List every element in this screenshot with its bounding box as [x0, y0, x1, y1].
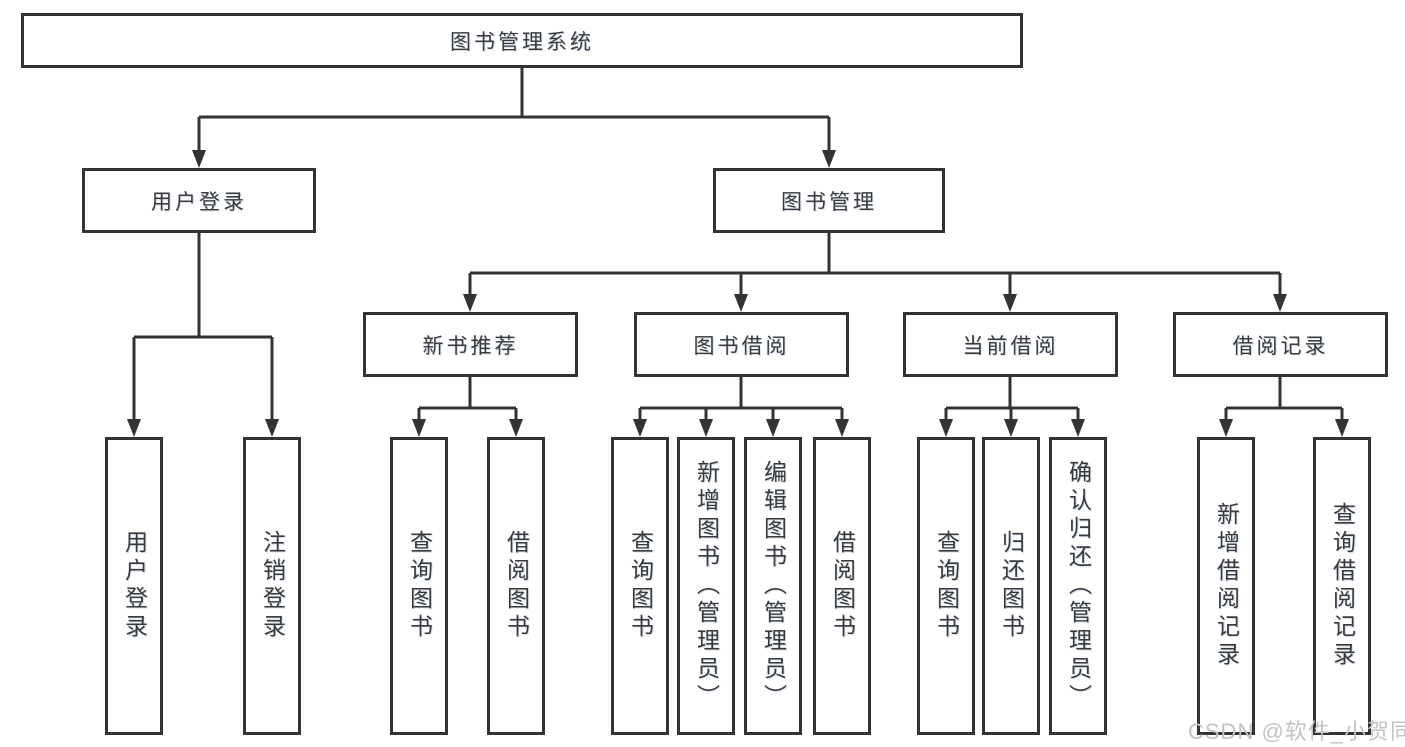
node-new-book-recommendation: 新书推荐 [363, 312, 578, 377]
leaf-borrow-add-books-admin: 新增图书（管理员） [677, 437, 735, 735]
leaf-records-add-record: 新增借阅记录 [1197, 437, 1255, 735]
connector-newbooks-to-leaves [412, 377, 523, 437]
connector-bookmgmt-to-level3 [463, 233, 1287, 312]
leaf-current-confirm-return-admin: 确认归还（管理员） [1049, 437, 1107, 735]
node-current-borrowing: 当前借阅 [903, 312, 1118, 377]
node-user-login: 用户登录 [82, 168, 316, 233]
leaf-borrow-edit-books-admin: 编辑图书（管理员） [744, 437, 802, 735]
node-book-management: 图书管理 [713, 168, 945, 233]
leaf-records-query-record: 查询借阅记录 [1313, 437, 1371, 735]
leaf-borrow-borrow-books: 借阅图书 [813, 437, 871, 735]
leaf-current-query-books: 查询图书 [917, 437, 975, 735]
connector-records-to-leaves [1219, 377, 1349, 437]
node-borrowing-records: 借阅记录 [1173, 312, 1388, 377]
connector-root-to-level2 [192, 68, 836, 168]
connector-currentborrow-to-leaves [939, 377, 1085, 437]
leaf-borrow-query-books: 查询图书 [611, 437, 669, 735]
leaf-logout: 注销登录 [243, 437, 301, 735]
node-system-root: 图书管理系统 [21, 13, 1023, 68]
leaf-newbooks-borrow-books: 借阅图书 [487, 437, 545, 735]
connector-userlogin-to-leaves [127, 233, 279, 437]
leaf-newbooks-query-books: 查询图书 [390, 437, 448, 735]
leaf-user-login: 用户登录 [105, 437, 163, 735]
node-book-borrowing: 图书借阅 [634, 312, 849, 377]
csdn-watermark: CSDN @软件_小贺同学 [1188, 719, 1405, 744]
connector-bookborrow-to-leaves [633, 377, 849, 437]
leaf-current-return-books: 归还图书 [982, 437, 1040, 735]
